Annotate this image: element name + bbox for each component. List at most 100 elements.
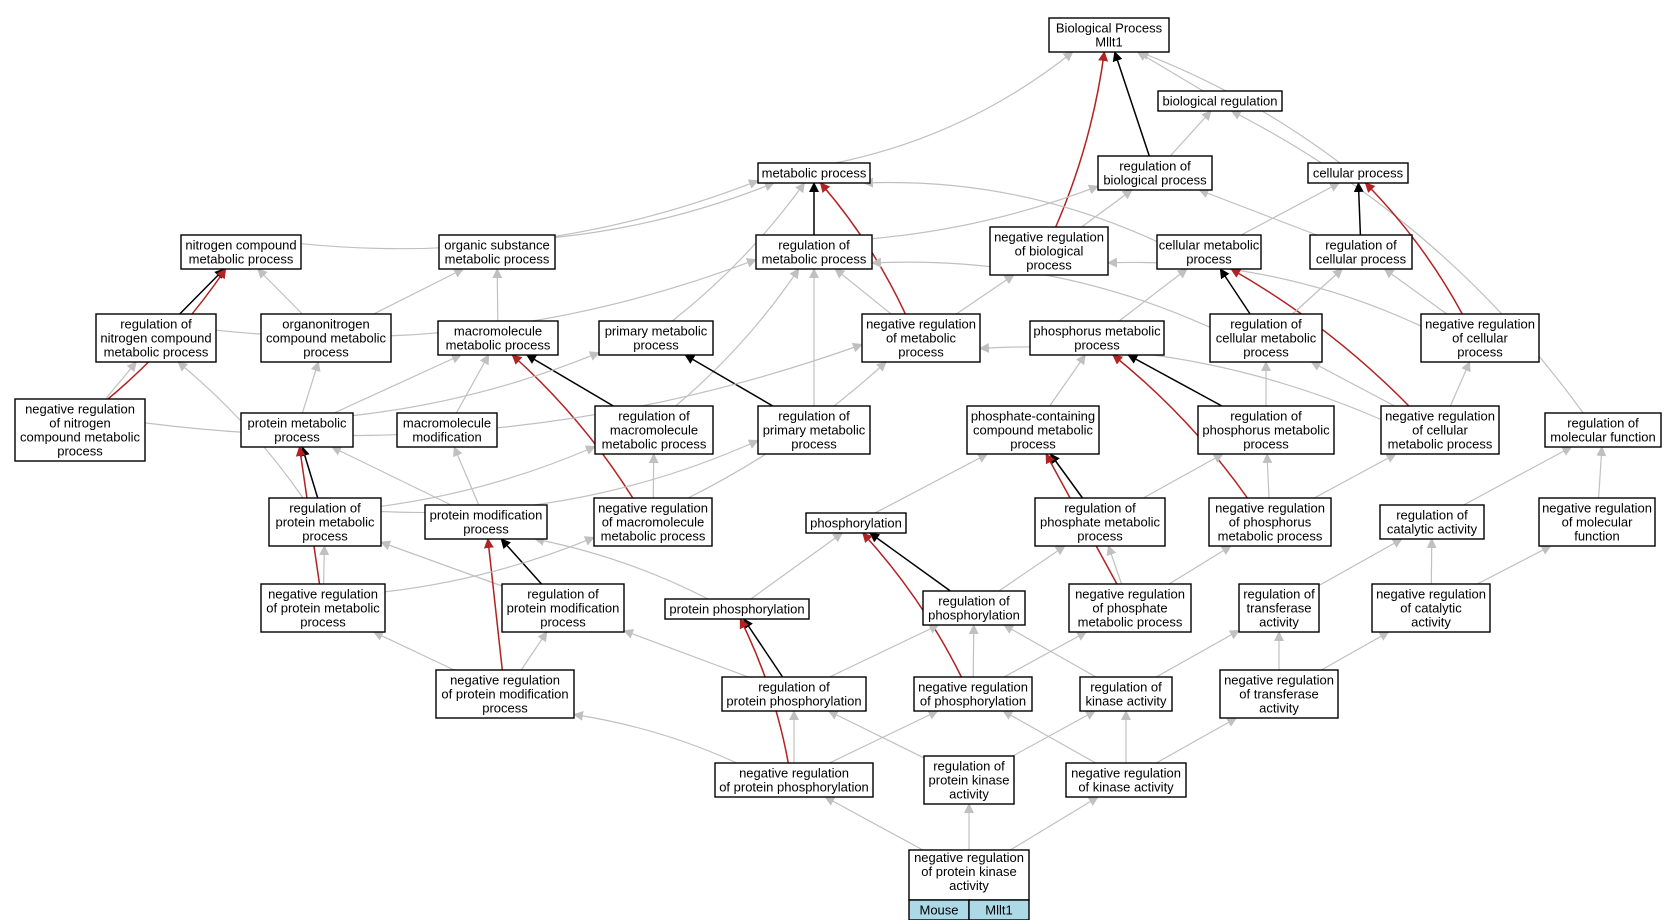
- edge-rpmod-to-pmod: [500, 538, 543, 585]
- node-label-line: negative regulation: [25, 402, 135, 417]
- edge-rpphos-to-pphos: [743, 618, 784, 678]
- node-label-line: of catalytic: [1400, 601, 1462, 616]
- edge-osmp-to-mp: [554, 181, 775, 239]
- node-box: [861, 313, 981, 363]
- node-label-line: phosphorus metabolic: [1202, 423, 1330, 438]
- node-pphos[interactable]: protein phosphorylation: [664, 598, 810, 620]
- node-label-line: activity: [1411, 615, 1451, 630]
- node-label-line: process: [1243, 345, 1289, 360]
- edge-nrmp-to-rmp: [834, 268, 892, 315]
- node-box: [437, 320, 559, 356]
- node-label-line: metabolic process: [1218, 529, 1323, 544]
- edge-rbp-to-br: [1169, 110, 1212, 157]
- node-br[interactable]: biological regulation: [1157, 90, 1283, 112]
- edge-nrpmod-to-rpmod: [520, 631, 548, 671]
- node-box: [922, 590, 1026, 626]
- node-label-line: macromolecule: [454, 324, 542, 339]
- node-box: [1544, 412, 1662, 448]
- edge-rca-to-rmf: [1463, 446, 1573, 506]
- edge-nrphmp-to-nrcmp: [1314, 453, 1397, 499]
- node-label-line: regulation of: [1064, 501, 1136, 516]
- node-label-line: metabolic process: [104, 345, 209, 360]
- node-label-line: process: [540, 615, 586, 630]
- edge-rka-to-rphos: [1003, 624, 1097, 678]
- node-label-line: molecular function: [1550, 430, 1656, 445]
- node-box: [95, 313, 217, 363]
- edge-rpka-to-rpphos: [827, 710, 925, 759]
- node-label-line: of cellular: [1452, 331, 1508, 346]
- edge-rcmp-to-rcp: [1292, 268, 1343, 315]
- node-label-line: regulation of: [289, 501, 361, 516]
- node-label-line: regulation of: [1090, 680, 1162, 695]
- node-label-line: organonitrogen: [282, 317, 369, 332]
- node-cp[interactable]: cellular process: [1307, 162, 1409, 184]
- node-label-line: regulation of: [938, 594, 1010, 609]
- edge-rcp-to-cp: [1353, 182, 1364, 236]
- edge-rphos-to-rpcmp: [998, 545, 1066, 592]
- node-box: [1538, 497, 1656, 547]
- edge-nrcmp-to-nrcp: [1449, 361, 1471, 407]
- node-label-line: of nitrogen: [49, 416, 110, 431]
- node-label-line: metabolic process: [1388, 437, 1493, 452]
- node-box: [240, 412, 354, 448]
- edge-rpka-to-rka: [1012, 710, 1096, 757]
- node-label-line: macromolecule: [610, 423, 698, 438]
- node-label-line: of molecular: [1562, 515, 1633, 530]
- node-box: [1157, 90, 1283, 112]
- node-mp[interactable]: metabolic process: [757, 162, 871, 184]
- node-phos[interactable]: phosphorylation: [805, 512, 907, 534]
- node-label-line: process: [633, 338, 679, 353]
- node-box: [1048, 17, 1170, 53]
- node-box: [966, 405, 1100, 455]
- node-label-line: process: [1026, 258, 1072, 273]
- node-label-line: process: [1010, 437, 1056, 452]
